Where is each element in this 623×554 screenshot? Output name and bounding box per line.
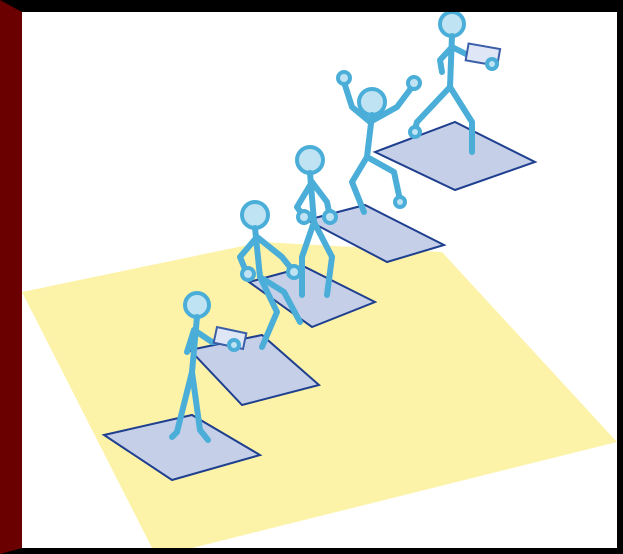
step-5 <box>375 122 535 190</box>
figure-head <box>242 202 268 228</box>
staircase-illustration <box>22 12 617 548</box>
figure-head <box>359 89 385 115</box>
illustration-canvas <box>22 12 617 548</box>
figure-head <box>440 12 464 36</box>
figure-head <box>185 293 209 317</box>
figure-head <box>297 147 323 173</box>
